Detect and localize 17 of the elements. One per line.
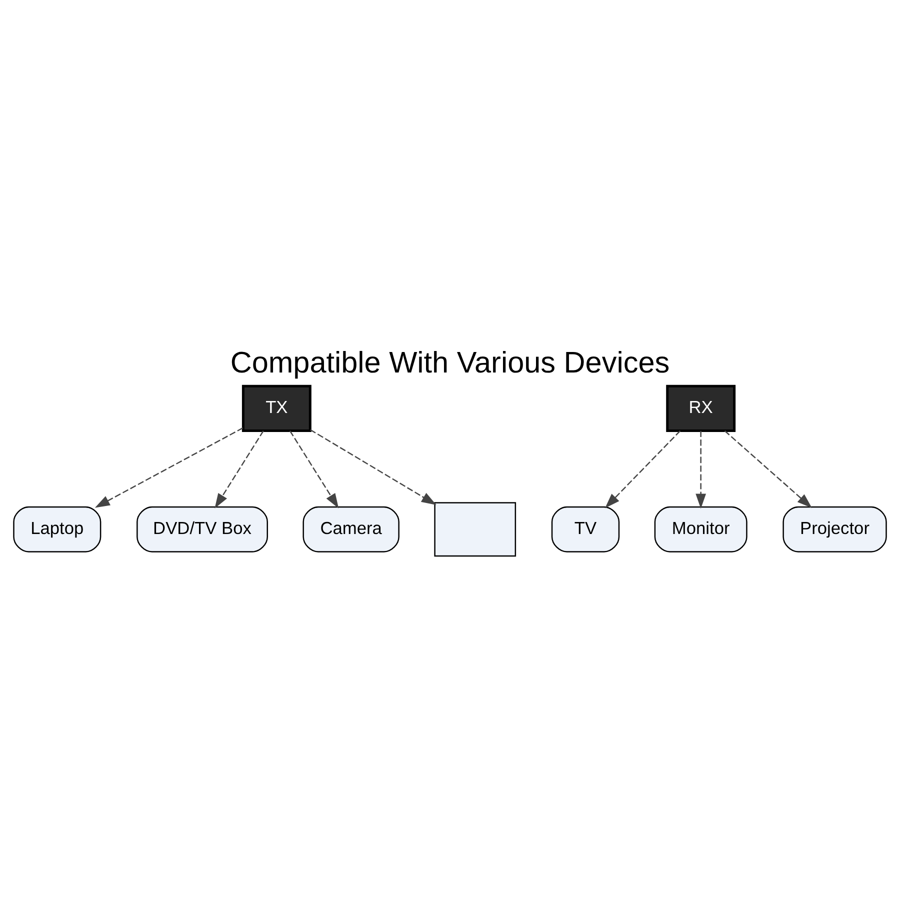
arrow xyxy=(94,427,244,508)
arrow xyxy=(605,430,681,508)
diagram-title: Compatible With Various Devices xyxy=(230,346,670,380)
node-box: Camera xyxy=(302,506,400,552)
node-box: Projector xyxy=(782,506,887,552)
arrow xyxy=(289,430,339,508)
node-box: Monitor xyxy=(654,506,748,552)
arrow xyxy=(696,430,706,509)
node-box: DVD/TV Box xyxy=(136,506,268,552)
node-box: TX xyxy=(242,384,312,432)
node-box: RX xyxy=(666,384,736,432)
node-box xyxy=(434,502,516,557)
node-box: TV xyxy=(551,506,620,552)
arrow xyxy=(724,430,812,508)
node-box: Laptop xyxy=(13,506,102,552)
arrow xyxy=(310,429,436,506)
arrow xyxy=(214,430,264,508)
